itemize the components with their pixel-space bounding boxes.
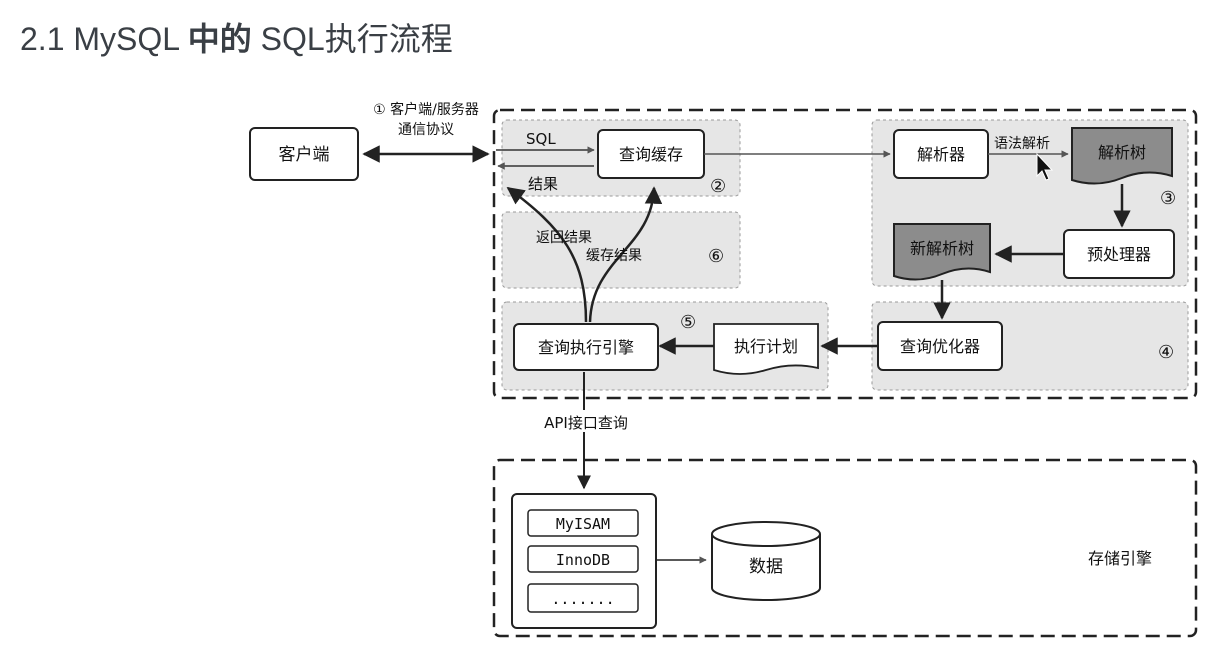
client-label: 客户端 [279,145,330,165]
svg-text:查询执行引擎: 查询执行引擎 [538,338,634,357]
mouse-cursor-icon [1036,152,1054,181]
svg-text:.......: ....... [551,590,614,608]
client-box: 客户端 [249,127,359,181]
protocol-label-1: ① 客户端/服务器 [373,101,479,118]
engine-more: ....... [527,583,639,613]
parse-tree-doc: 解析树 [1071,127,1173,185]
engine-myisam: MyISAM [527,509,639,537]
sql-flow-diagram: 客户端 ① 客户端/服务器 通信协议 SQL 结果 查询缓存 ② 解析器 语法解… [249,101,1198,638]
preprocessor-box: 预处理器 [1063,229,1175,279]
cache-result-label: 缓存结果 [586,248,642,264]
api-label-bg [536,410,636,432]
svg-text:查询优化器: 查询优化器 [900,337,980,356]
step-6-label: ⑥ [708,246,724,267]
execution-engine-box: 查询执行引擎 [513,323,659,371]
engine-innodb: InnoDB [527,545,639,573]
svg-text:数据: 数据 [749,557,783,577]
step-3-label: ③ [1160,188,1176,209]
page-title: 2.1 MySQL 中的 SQL执行流程 [20,21,453,57]
protocol-label-2: 通信协议 [398,122,454,138]
data-cylinder: 数据 [711,521,821,601]
diagram-canvas: 客户端 ① 客户端/服务器 通信协议 SQL 结果 查询缓存 ② 解析器 语法解… [242,88,1213,655]
storage-engine-label: 存储引擎 [1088,549,1152,568]
svg-text:解析树: 解析树 [1098,143,1146,162]
svg-text:解析器: 解析器 [917,145,965,164]
api-query-label: API接口查询 [544,414,628,432]
svg-text:新解析树: 新解析树 [910,239,974,258]
svg-text:预处理器: 预处理器 [1087,245,1151,264]
step-4-label: ④ [1158,342,1174,363]
step-2-label: ② [710,176,726,197]
svg-text:MyISAM: MyISAM [556,515,610,533]
new-parse-tree-doc: 新解析树 [893,223,991,281]
server-boundary [492,108,1198,400]
result-label: 结果 [528,175,558,193]
return-result-label: 返回结果 [536,230,592,246]
sql-label: SQL [526,130,556,148]
step-5-label: ⑤ [680,312,696,333]
svg-text:InnoDB: InnoDB [556,551,610,569]
parser-box: 解析器 [893,129,989,179]
query-cache-box: 查询缓存 [597,129,705,179]
svg-text:执行计划: 执行计划 [734,337,798,356]
left-margin-panel [0,90,242,655]
exec-plan-doc: 执行计划 [713,323,819,375]
optimizer-box: 查询优化器 [877,321,1003,371]
return-result-arrow [506,186,588,323]
storage-boundary [492,458,1198,638]
syntax-parse-label: 语法解析 [994,136,1050,152]
result-group [501,211,741,289]
cache-result-arrow [588,186,663,323]
svg-text:查询缓存: 查询缓存 [619,145,683,164]
